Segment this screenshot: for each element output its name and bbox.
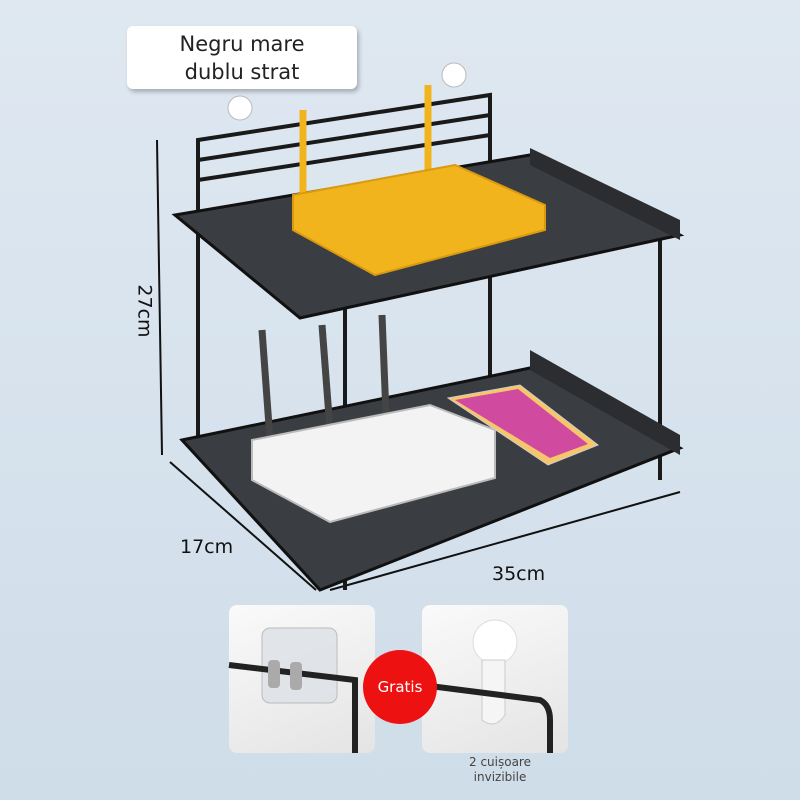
free-badge: Gratis <box>363 650 437 724</box>
hooks-caption: 2 cuișoare invizibile <box>440 755 560 785</box>
white-router <box>251 403 496 524</box>
caption-line-2: invizibile <box>473 770 527 784</box>
depth-dimension: 17cm <box>180 536 234 558</box>
label-line-1: Negru mare <box>179 32 305 56</box>
width-dimension: 35cm <box>492 563 546 585</box>
yellow-router <box>292 163 546 277</box>
label-line-2: dublu strat <box>184 60 300 84</box>
caption-line-1: 2 cuișoare <box>469 755 531 769</box>
product-variant-label: Negru mare dublu strat <box>127 26 357 89</box>
height-dimension: 27cm <box>133 284 156 338</box>
